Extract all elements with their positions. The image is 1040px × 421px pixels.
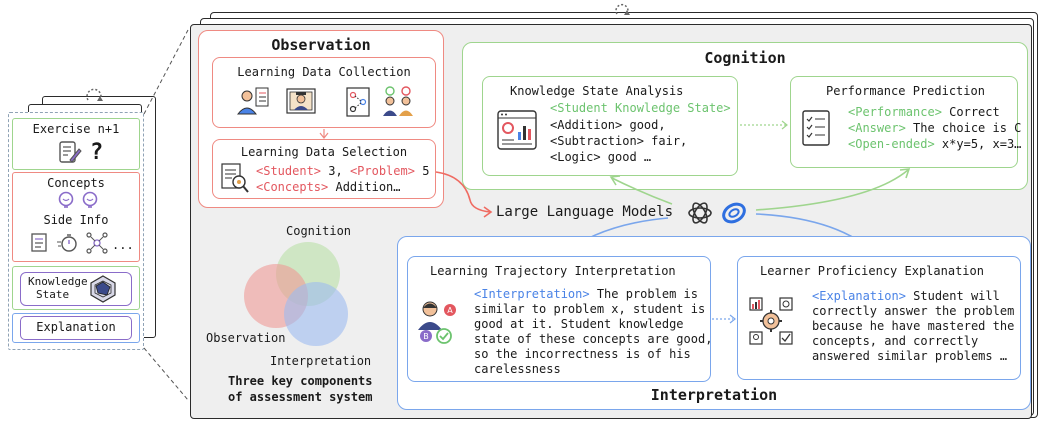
cognition-section [462,42,1028,190]
svg-text:A: A [447,306,453,315]
collection-title: Learning Data Collection [237,65,411,79]
document-icon [31,233,47,252]
exercise-box [12,118,140,170]
tag-problem: <Problem> [349,164,415,178]
explanation-inner [20,316,132,340]
pp-answer-value: The choice is C [905,121,1022,135]
cycle-arrow-icon [86,88,103,101]
students-grades-icon [383,86,413,116]
pp-tag-open-ended: <Open-ended> [848,137,935,151]
concepts-value: Addition… [328,180,401,194]
venn-cognition-label: Cognition [286,224,352,238]
side-info-label: Side Info [43,213,109,227]
lti-line-5: so the incorrectness is of his [474,347,691,361]
tag-student: <Student> [256,164,322,178]
lpe-text-0: Student will [905,289,1000,303]
exercise-label: Exercise n+1 [32,122,120,136]
process-flow-icon [346,87,370,117]
stopwatch-icon [57,234,77,252]
problem-value: 5 [414,164,430,178]
student-abc-icon: A B [418,301,456,344]
cycle-arrow-icon-top [615,4,630,15]
lti-line-3: good at it. Student knowledge [474,317,684,331]
pp-open-ended-value: x*y=5, x=3… [934,137,1022,151]
pp-line-2: <Answer> The choice is C [848,121,1021,136]
lpe-line-2: correctly answer the problem [812,304,1015,318]
performance-prediction-box [790,76,1018,168]
ellipsis: ... [112,238,134,252]
selection-line-1: <Student> 3, <Problem> 5 [256,164,429,179]
proficiency-gears-icon [749,297,793,345]
ksa-line-2: <Subtraction> fair, [550,134,688,148]
concepts-box [12,172,140,262]
selection-box [212,139,436,199]
question-mark: ? [90,140,104,165]
knowledge-state-analysis-box [482,76,738,176]
lti-text-0: The problem is [589,287,698,301]
llm-ring-logo-icon [722,202,746,224]
selection-line-2: <Concepts> Addition… [256,180,401,195]
pp-title: Performance Prediction [826,84,985,98]
ksa-to-pp-arrow [740,120,788,130]
lti-title: Learning Trajectory Interpretation [430,264,676,278]
venn-caption-2: of assessment system [228,390,373,404]
student-value: 3, [321,164,350,178]
pp-performance-value: Correct [941,105,1000,119]
lpe-line-1: <Explanation> Student will [812,289,1000,304]
selection-title: Learning Data Selection [240,145,408,159]
lti-line-6: carelessness [474,362,561,376]
ksa-tag: <Student Knowledge State> [550,101,731,115]
user-checklist-icon [236,87,269,115]
concepts-label: Concepts [47,176,105,190]
explanation-outer [12,313,140,343]
explanation-label: Explanation [36,320,116,334]
knowledge-label-1: Knowledge [28,275,88,288]
lpe-title: Learner Proficiency Explanation [760,264,984,278]
lpe-line-3: because he have mastered the [812,319,1015,333]
knowledge-state-outer [12,266,140,310]
pp-tag-answer: <Answer> [848,121,906,135]
observation-title: Observation [271,36,371,54]
svg-text:B: B [423,332,429,341]
collection-box [212,57,436,128]
lti-line-4: state of these concepts are good, [474,332,713,346]
lti-tag: <Interpretation> [474,287,590,301]
lpe-line-4: concepts, and correctly [812,334,979,348]
ksa-title: Knowledge State Analysis [510,84,684,98]
lti-to-lpe-arrow [712,314,736,324]
tag-concepts: <Concepts> [256,180,329,194]
lti-line-1: <Interpretation> The problem is [474,287,698,302]
checklist-icon [802,110,830,146]
collection-to-selection-arrow [319,129,329,139]
pp-line-3: <Open-ended> x*y=5, x=3… [848,137,1021,152]
venn-diagram [244,242,348,346]
radar-icon [90,275,116,303]
knowledge-label-2: State [36,288,70,301]
document-search-icon [221,163,249,193]
ksa-line-3: <Logic> good … [550,150,652,164]
lightbulb-icon-2 [82,191,98,208]
pp-line-1: <Performance> Correct [848,105,1000,120]
llm-label: Large Language Models [496,204,674,220]
cognition-title: Cognition [704,49,786,67]
lpe-line-5: answered similar problems … [812,349,1008,363]
learning-trajectory-box [407,256,711,382]
lightbulb-icon [58,191,74,208]
left-card-front [8,112,144,350]
network-icon [86,232,108,254]
ksa-line-1: <Addition> good, [550,118,666,132]
lti-line-2: similar to problem x, student is [474,302,706,316]
exercise-edit-icon [59,141,82,163]
venn-observation-label: Observation [206,331,286,345]
openai-logo-icon [688,202,712,224]
teacher-screen-icon [286,88,316,114]
venn-interpretation-label: Interpretation [270,354,372,368]
venn-caption-1: Three key components [228,374,373,388]
dashboard-chart-icon [497,110,537,150]
interpretation-title: Interpretation [650,386,778,404]
lpe-tag: <Explanation> [812,289,906,303]
learner-proficiency-box [737,256,1021,380]
pp-tag-performance: <Performance> [848,105,942,119]
